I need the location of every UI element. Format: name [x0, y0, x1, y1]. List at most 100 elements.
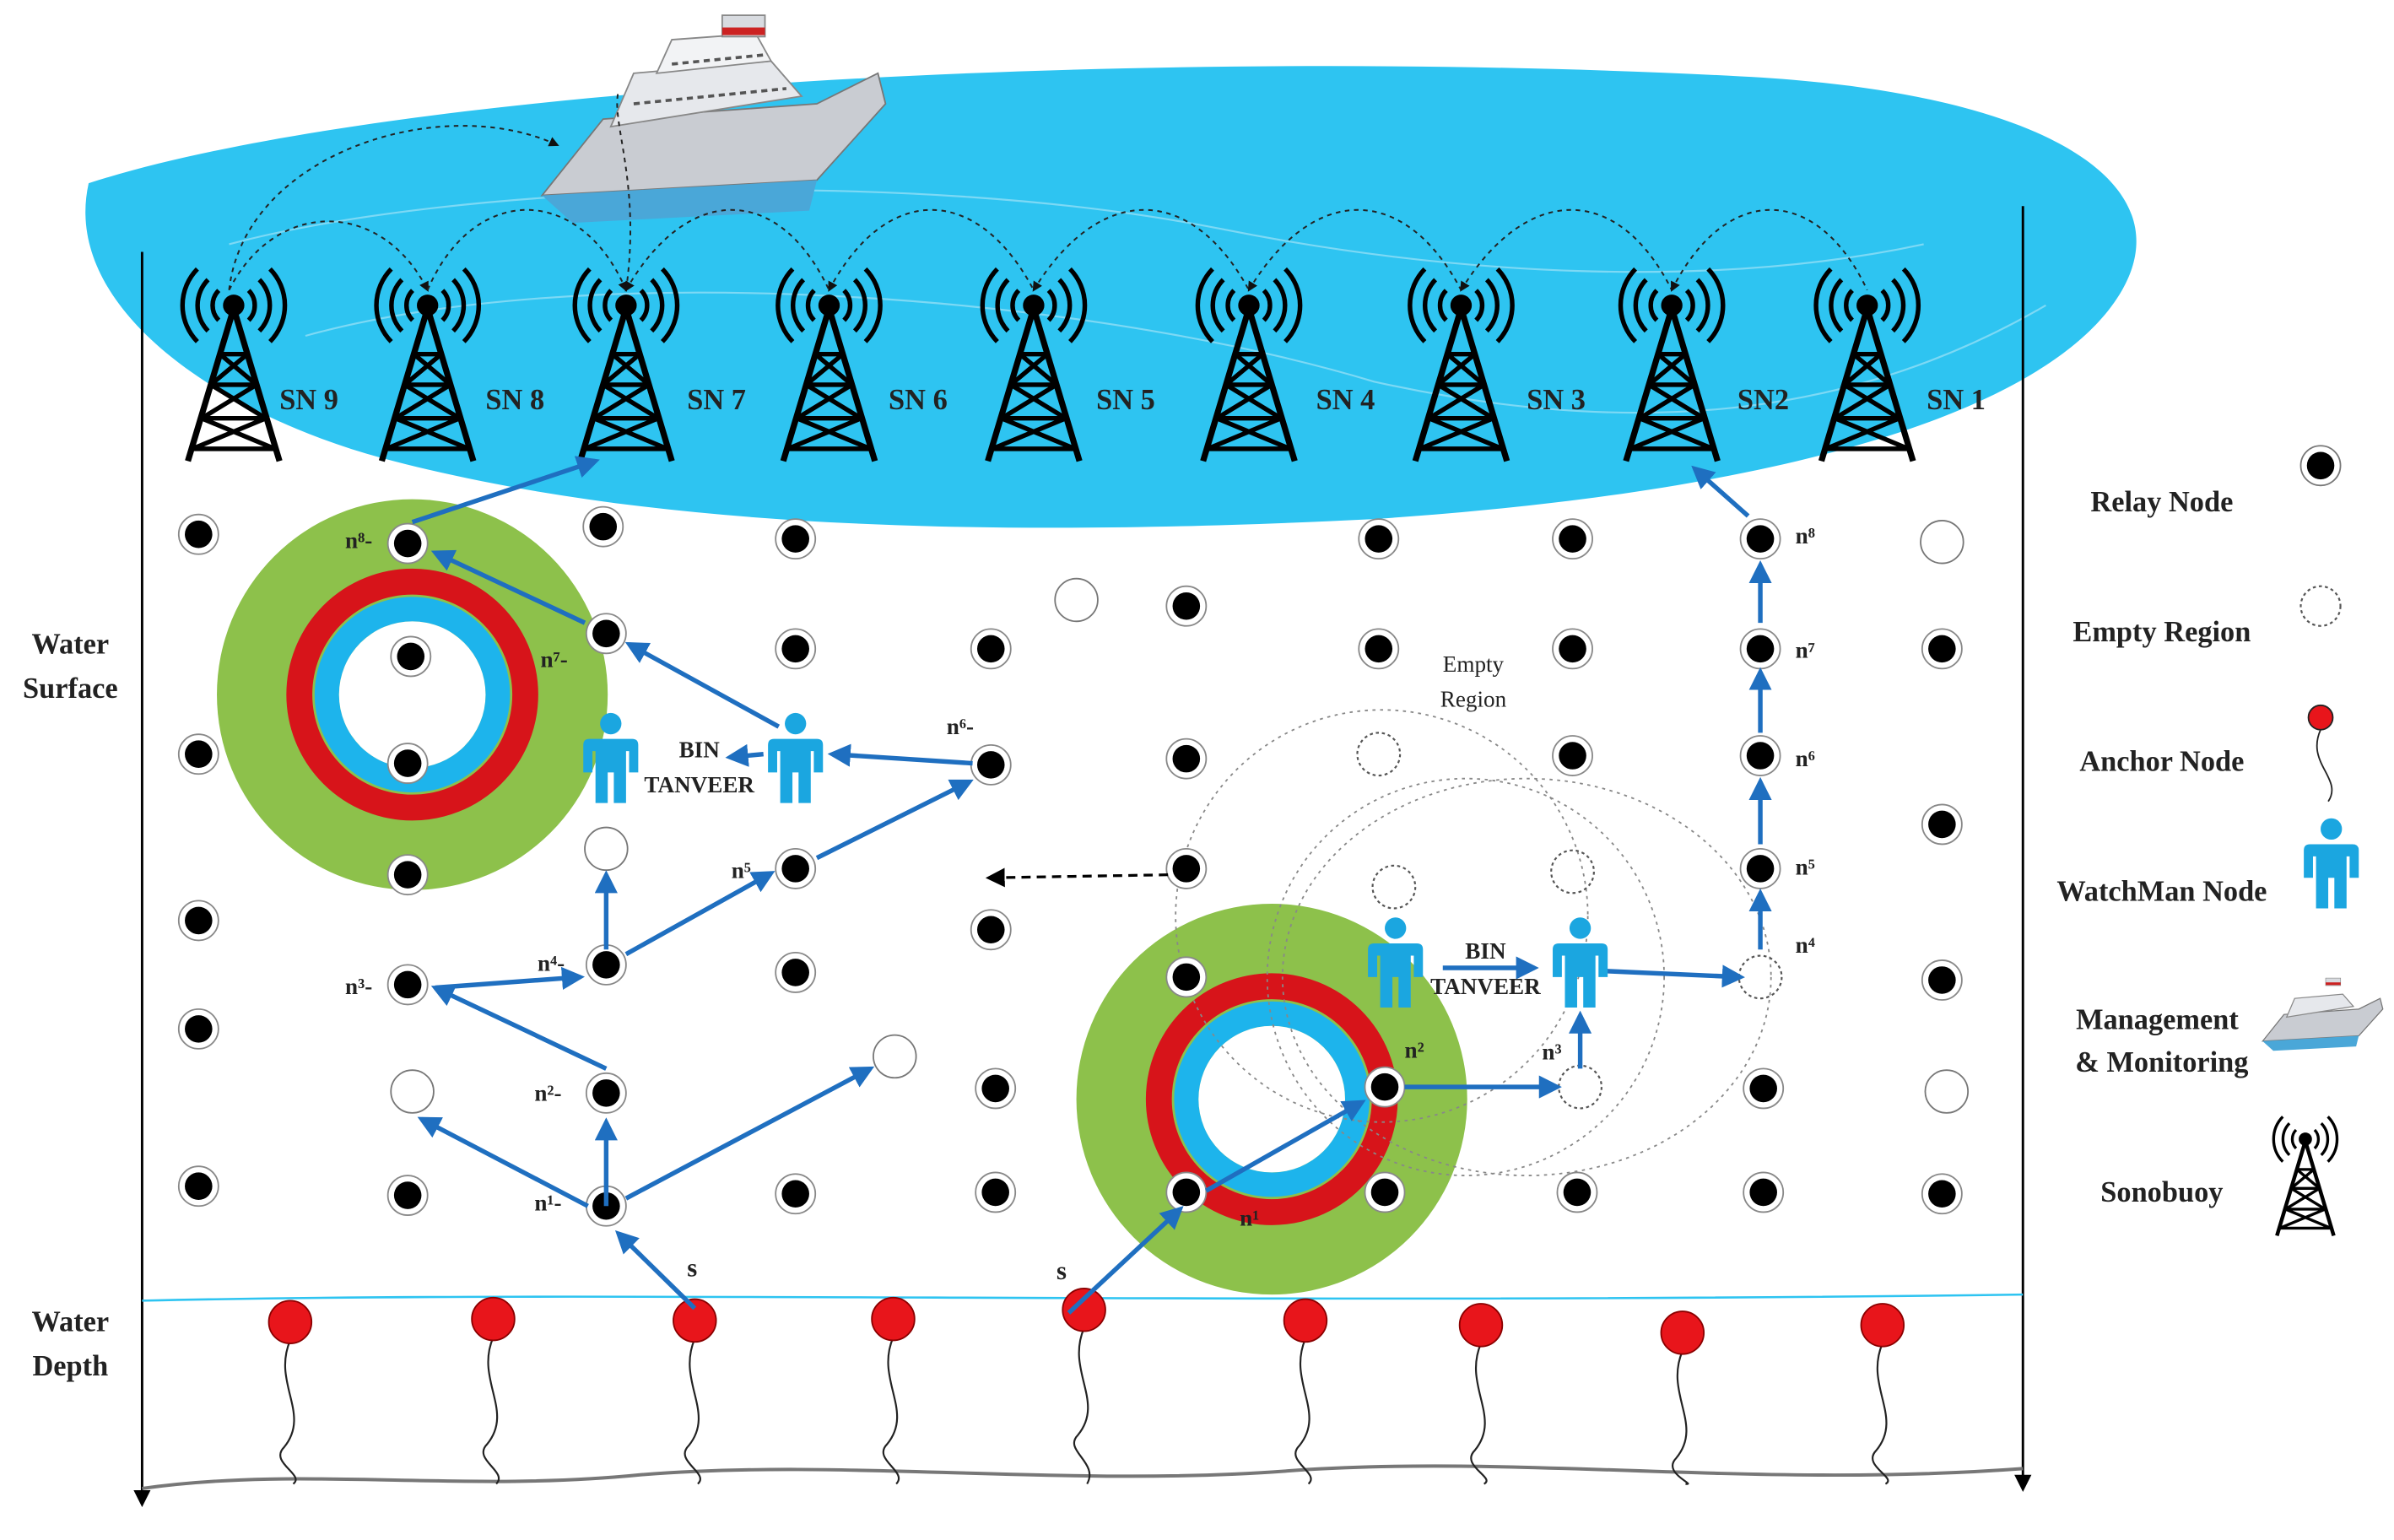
source-right-label: s — [1056, 1256, 1067, 1285]
axis-labels: Water Surface Water Depth — [23, 628, 118, 1382]
relay-node — [386, 854, 429, 896]
left-path-labels: n¹- n²- n³- n⁴- n⁵ n⁶- n⁷- n⁸- — [345, 527, 974, 1215]
routing-paths — [411, 456, 1772, 1315]
sea-floor — [142, 1464, 2024, 1490]
empty-region-node — [1558, 1064, 1603, 1110]
relay-node — [1556, 1171, 1598, 1213]
empty-node — [873, 1034, 917, 1079]
ship-icon — [540, 14, 887, 224]
anchor-layer — [268, 1288, 1905, 1485]
relay-node — [386, 964, 429, 1006]
relay-node — [177, 900, 219, 942]
relay-node — [775, 1173, 817, 1215]
legend-graphics — [2261, 445, 2384, 1051]
watchman-right-label-1: BIN — [1465, 938, 1506, 964]
left-path-label-n3: n³- — [345, 974, 372, 999]
sonobuoy-label-8: SN2 — [1737, 384, 1789, 416]
buoy-links — [228, 91, 1868, 292]
sonobuoy-tower-3 — [572, 267, 680, 462]
relay-node — [1165, 585, 1208, 627]
middle-label-n1: n¹ — [1240, 1206, 1259, 1231]
left-path-label-n8: n⁸- — [345, 527, 372, 553]
sonobuoy-tower-1 — [180, 267, 288, 462]
sonobuoy-label-4: SN 6 — [889, 384, 948, 416]
relay-node — [970, 909, 1012, 951]
relay-node — [1165, 738, 1208, 780]
sonobuoy-layer — [180, 267, 1921, 462]
legend-watchman-shape — [2304, 818, 2359, 909]
watchman-right-label-2: TANVEER — [1430, 974, 1541, 999]
empty-region-node — [1550, 849, 1595, 894]
anchor-node-9 — [1860, 1303, 1905, 1485]
legend-empty-label: Empty Region — [2072, 616, 2251, 648]
watchman-node-left-2 — [768, 712, 824, 803]
relay-node — [1358, 628, 1400, 670]
right-label-n5: n⁵ — [1796, 855, 1815, 880]
middle-label-n2: n² — [1405, 1038, 1424, 1063]
watchman-layer — [583, 712, 1608, 1008]
legend-watchman-label: WatchMan Node — [2056, 875, 2267, 907]
source-left-label: s — [687, 1253, 697, 1282]
watchman-node-right-2 — [1553, 917, 1608, 1008]
depth-label-1: Water — [32, 1306, 110, 1338]
middle-path-labels: n¹ n² n³ — [1240, 1038, 1561, 1231]
empty-node — [584, 826, 629, 872]
relay-node — [1743, 1171, 1785, 1213]
relay-node — [1165, 847, 1208, 889]
node-layer — [177, 505, 1970, 1227]
relay-node — [390, 635, 432, 678]
relay-node — [1921, 803, 1963, 846]
relay-node — [585, 1072, 627, 1114]
legend-management-label-1: Management — [2076, 1003, 2239, 1035]
relay-node — [386, 743, 429, 784]
sonobuoy-label-9: SN 1 — [1927, 384, 1986, 416]
legend-sonobuoy-icon — [2272, 1116, 2339, 1237]
sonobuoy-tower-6 — [1195, 267, 1303, 462]
sonobuoy-tower-9 — [1813, 267, 1921, 462]
empty-node — [1924, 1069, 1970, 1114]
legend-sonobuoy-label: Sonobuoy — [2100, 1176, 2223, 1208]
relay-node — [585, 613, 627, 655]
void-zone-left — [217, 499, 608, 890]
empty-region-node — [1371, 864, 1417, 910]
right-label-n6: n⁶ — [1796, 746, 1815, 771]
relay-node — [582, 505, 624, 548]
empty-node — [1920, 520, 1964, 565]
legend-tower-shape — [2272, 1116, 2339, 1237]
empty-node — [1054, 577, 1099, 623]
empty-region-node — [1356, 732, 1402, 777]
legend-relay-label: Relay Node — [2090, 486, 2233, 518]
empty-region-outlines — [1175, 709, 1772, 1176]
left-path-label-n1: n¹- — [534, 1191, 561, 1216]
anchor-node-3 — [673, 1298, 717, 1485]
relay-node — [1739, 628, 1781, 670]
empty-region-node — [1737, 954, 1783, 1000]
left-path-label-n5: n⁵ — [732, 857, 751, 883]
sonobuoy-label-5: SN 5 — [1096, 384, 1155, 416]
legend-management-label-2: & Monitoring — [2075, 1046, 2248, 1078]
relay-node — [1165, 956, 1208, 998]
sonobuoy-label-2: SN 8 — [485, 384, 544, 416]
relay-node — [1921, 1173, 1963, 1215]
anchor-node-4 — [871, 1296, 916, 1485]
anchor-node-7 — [1458, 1303, 1504, 1485]
legend-watchman-icon — [2304, 818, 2359, 909]
left-path-label-n4: n⁴- — [538, 951, 565, 976]
anchor-node-1 — [268, 1300, 313, 1485]
anchor-line — [142, 1293, 2024, 1302]
relay-node — [1921, 959, 1963, 1001]
empty-region-label-1: Empty — [1443, 651, 1505, 677]
legend-anchor-label: Anchor Node — [2079, 746, 2244, 778]
right-column-labels: n⁴ n⁵ n⁶ n⁷ n⁸ — [1796, 523, 1815, 958]
relay-node — [1739, 847, 1781, 889]
relay-node — [775, 518, 817, 560]
relay-node — [177, 513, 219, 555]
relay-node — [1552, 518, 1593, 560]
sonobuoy-labels: SN 9 SN 8 SN 7 SN 6 SN 5 SN 4 SN 3 SN2 S… — [279, 384, 1986, 416]
relay-node — [1552, 735, 1593, 776]
surface-label-2: Surface — [23, 673, 118, 705]
sonobuoy-tower-5 — [980, 267, 1088, 462]
relay-node — [970, 743, 1012, 786]
